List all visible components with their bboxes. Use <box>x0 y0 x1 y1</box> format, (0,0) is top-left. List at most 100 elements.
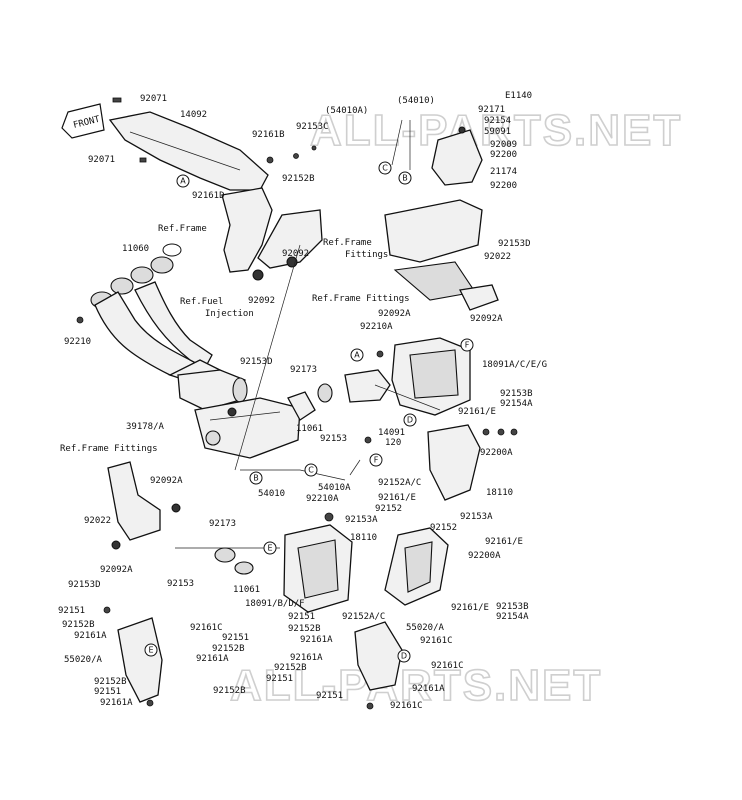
part-label: 92161A <box>100 698 133 708</box>
part-label: 92154A <box>496 612 529 622</box>
part-label: 92152B <box>212 644 245 654</box>
footrest-bracket <box>107 461 181 550</box>
left-muffler <box>214 524 353 613</box>
part-label: 92161B <box>252 130 285 140</box>
part-label: 92200A <box>468 551 501 561</box>
part-label: 92161D <box>192 191 225 201</box>
part-label: 92151 <box>222 633 249 643</box>
right-muffler-lower <box>384 527 449 606</box>
part-label: 92092A <box>470 314 503 324</box>
callouts: A B C A F D B C F E E D <box>144 161 474 663</box>
battery-case <box>384 126 499 311</box>
diagram-code: E1140 <box>505 91 532 101</box>
part-label: 92153B <box>496 602 529 612</box>
part-label: 21174 <box>490 167 517 177</box>
callout-f-1: F <box>465 341 470 350</box>
heat-shield-right <box>354 621 403 691</box>
part-label: 92151 <box>288 612 315 622</box>
part-label: 92092A <box>100 565 133 575</box>
part-label: 92200 <box>490 150 517 160</box>
part-label: 92152 <box>430 523 457 533</box>
watermark-bottom: ALL-PARTS.NET <box>230 661 602 710</box>
part-label: 92022 <box>484 252 511 262</box>
part-label: 55020/A <box>64 655 103 665</box>
fasteners <box>76 97 518 710</box>
part-label: 92092A <box>150 476 183 486</box>
part-label: 92173 <box>209 519 236 529</box>
part-label: 92152 <box>375 504 402 514</box>
ref-frame-fittings-line2: Fittings <box>345 250 388 260</box>
part-label: 92173 <box>290 365 317 375</box>
part-label: 92161A <box>412 684 445 694</box>
part-label: 92152B <box>213 686 246 696</box>
part-label: 92153 <box>320 434 347 444</box>
callout-e-2: E <box>148 646 153 655</box>
part-label: 92152B <box>94 677 127 687</box>
part-label: (54010) <box>397 96 435 106</box>
heat-shield-left <box>117 617 163 703</box>
part-label: 92092 <box>282 249 309 259</box>
part-label: 92161A <box>290 653 323 663</box>
part-label: 92210A <box>360 322 393 332</box>
part-label: 92071 <box>140 94 167 104</box>
ref-frame-fittings-label-3: Ref.Frame Fittings <box>60 444 158 454</box>
valve-actuator <box>287 369 391 421</box>
part-label: 18091A/C/E/G <box>482 360 547 370</box>
part-label: 92153A <box>345 515 378 525</box>
part-label: 92161/E <box>458 407 496 417</box>
part-label: 92161A <box>300 635 333 645</box>
part-label: 14091 <box>378 428 405 438</box>
ref-frame-fittings-line1: Ref.Frame <box>323 238 372 248</box>
watermark-top: ALL-PARTS.NET <box>310 106 682 155</box>
callout-b-2: B <box>253 474 259 483</box>
part-label: 120 <box>385 438 401 448</box>
part-label: 92022 <box>84 516 111 526</box>
part-label: 92152B <box>62 620 95 630</box>
part-label: 92210A <box>306 494 339 504</box>
part-label: 92151 <box>266 674 293 684</box>
part-label: 92161C <box>390 701 423 711</box>
callout-f-2: F <box>374 456 379 465</box>
ref-fuel-line1: Ref.Fuel <box>180 297 223 307</box>
callout-c-2: C <box>308 466 314 475</box>
part-label: 92152B <box>274 663 307 673</box>
callout-d-1: D <box>407 416 413 425</box>
part-label: 92161/E <box>451 603 489 613</box>
part-label: 92161C <box>420 636 453 646</box>
part-number-labels: 92071 14092 92071 92161B 92153C 92152B 9… <box>58 94 547 711</box>
part-label: (54010A) <box>325 106 368 116</box>
part-label: 92009 <box>490 140 517 150</box>
part-label: 92152A/C <box>378 478 421 488</box>
part-label: 59091 <box>484 127 511 137</box>
callout-d-2: D <box>401 652 407 661</box>
part-label: 92153D <box>68 580 101 590</box>
part-label: 92153 <box>167 579 194 589</box>
part-label: 18091/B/D/F <box>245 599 305 609</box>
part-label: 92092A <box>378 309 411 319</box>
part-label: 18110 <box>350 533 377 543</box>
part-label: 92154A <box>500 399 533 409</box>
callout-c-1: C <box>382 164 388 173</box>
part-label: 11061 <box>233 585 260 595</box>
part-label: 92152B <box>288 624 321 634</box>
ref-frame-fittings-label-2: Ref.Frame Fittings <box>312 294 410 304</box>
part-label: 18110 <box>486 488 513 498</box>
part-label: 92153D <box>498 239 531 249</box>
part-label: 92161C <box>431 661 464 671</box>
part-label: 92152A/C <box>342 612 385 622</box>
leader-lines <box>175 119 441 549</box>
callout-e-1: E <box>267 544 272 553</box>
part-label: 92153D <box>240 357 273 367</box>
part-label: 92153B <box>500 389 533 399</box>
part-label: 11060 <box>122 244 149 254</box>
part-label: 92071 <box>88 155 115 165</box>
part-label: 11061 <box>296 424 323 434</box>
part-label: 92161A <box>74 631 107 641</box>
callout-a-1: A <box>180 177 186 186</box>
part-label: 92152B <box>282 174 315 184</box>
callout-b-1: B <box>402 174 408 183</box>
